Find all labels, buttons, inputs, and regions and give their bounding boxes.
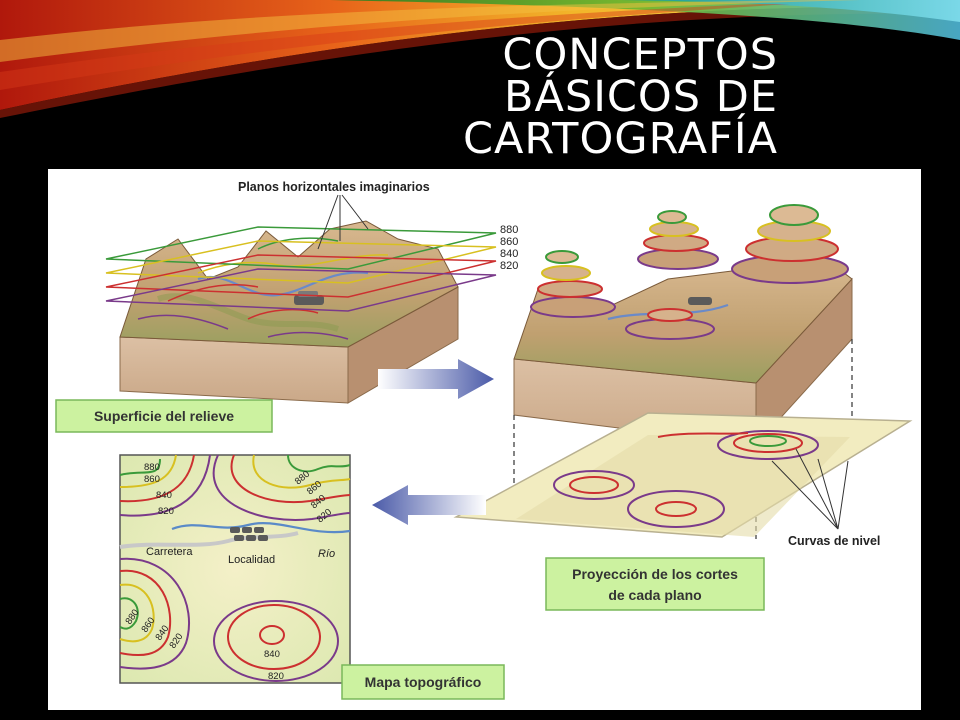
- terraced-peak-right: [731, 204, 849, 284]
- slide-title: CONCEPTOS BÁSICOS DE CARTOGRAFÍA: [380, 30, 778, 164]
- map-contour-820-topleft: 820: [158, 506, 174, 517]
- elevation-880: 880: [500, 224, 518, 236]
- town-icon: [230, 527, 268, 541]
- elevation-legend: 880 860 840 820: [500, 224, 518, 272]
- title-line-2: BÁSICOS DE: [503, 72, 778, 122]
- elevation-840: 840: [500, 248, 518, 260]
- elevation-820: 820: [500, 260, 518, 272]
- elevation-860: 860: [500, 236, 518, 248]
- arrow-right-icon: [378, 359, 494, 399]
- title-line-3: CARTOGRAFÍA: [462, 114, 778, 164]
- map-contour-840-bottom: 840: [264, 649, 280, 660]
- map-river-label: Río: [318, 548, 335, 560]
- terraced-peak-middle: [637, 210, 719, 270]
- projection-label-box: Proyección de los cortes de cada plano: [545, 557, 765, 611]
- cartography-figure: Planos horizontales imaginarios 880 860 …: [48, 169, 921, 710]
- contours-label: Curvas de nivel: [788, 534, 880, 548]
- map-contour-840-topleft: 840: [156, 490, 172, 501]
- projection-label-line1: Proyección de los cortes: [572, 566, 738, 582]
- topographic-map: 880 860 840 820 880 860 840 820 880 860 …: [119, 454, 351, 684]
- map-contour-880-topleft: 880: [144, 462, 160, 473]
- projection-label-line2: de cada plano: [608, 587, 701, 603]
- surface-label-box: Superficie del relieve: [55, 399, 273, 433]
- projection-plane: [453, 412, 913, 538]
- map-label: Mapa topográfico: [365, 674, 482, 690]
- map-label-box: Mapa topográfico: [341, 664, 505, 700]
- map-contour-820-bottom: 820: [268, 671, 284, 682]
- relief-block-diagram: [105, 194, 497, 404]
- horizontal-planes: [105, 226, 497, 312]
- arrow-left-icon: [372, 485, 486, 525]
- map-road-label: Carretera: [146, 546, 193, 558]
- sliced-relief-diagram: [513, 204, 853, 539]
- planes-label: Planos horizontales imaginarios: [238, 180, 430, 194]
- title-line-1: CONCEPTOS: [502, 30, 778, 80]
- surface-label: Superficie del relieve: [94, 408, 234, 424]
- terraced-hill-front: [625, 308, 715, 340]
- map-town-label: Localidad: [228, 554, 275, 566]
- decorative-banner: [0, 0, 960, 118]
- map-contour-860-topleft: 860: [144, 474, 160, 485]
- terraced-peak-left: [530, 250, 616, 318]
